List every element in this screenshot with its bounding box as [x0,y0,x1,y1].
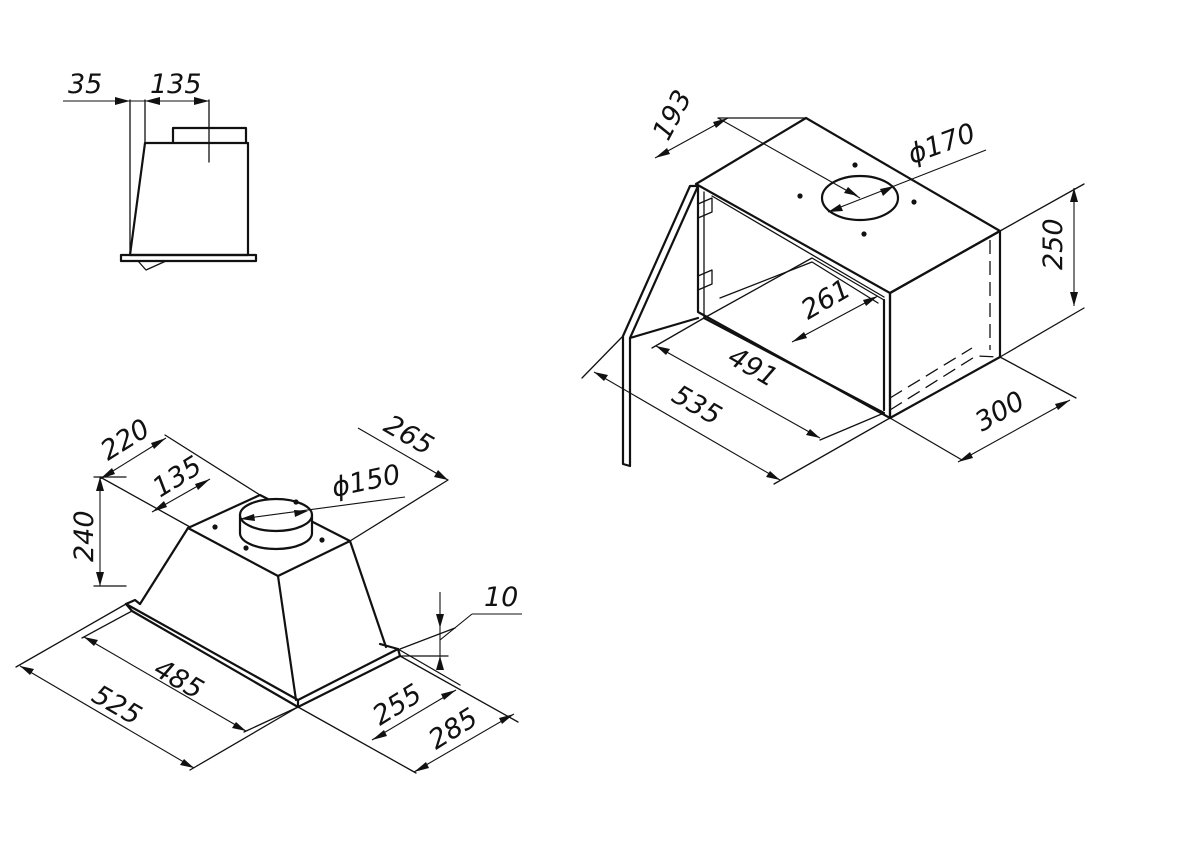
dim-491: 491 [723,341,783,394]
hood-spigot-top [238,497,314,533]
side-view-body [128,141,250,257]
dim-255: 255 [367,678,427,732]
dim-525: 525 [87,679,147,732]
cabinet-inner-top [711,195,885,298]
hinge-bottom [697,269,713,291]
dim-10: 10 [484,582,518,613]
cabinet-bottom-edge [702,316,886,415]
dim-261: 261 [796,273,856,326]
built-in-hood: 220 265 135 ϕ150 240 10 [15,409,522,774]
dim-dia150: ϕ150 [329,459,403,504]
hood-rim-outer [124,602,400,702]
dim-193: 193 [647,85,699,145]
side-view-base-plate [119,253,258,263]
cabinet: 193 ϕ170 250 261 491 535 [581,85,1085,485]
dim-265: 265 [379,409,439,462]
hood-rim-left [124,598,142,606]
cabinet-door [621,184,700,468]
dim-300: 300 [970,385,1030,438]
dim-250: 250 [1038,218,1069,270]
dim-535: 535 [667,379,727,432]
side-view: 35 135 [63,69,258,271]
cabinet-interior [703,257,885,319]
cabinet-side [888,229,1002,420]
hinge-top [697,197,713,219]
dim-285: 285 [423,702,483,756]
hood-body-side [276,539,388,649]
dim-135-side: 135 [150,69,202,100]
dim-240: 240 [69,510,100,562]
side-view-filter-tab [137,260,167,271]
hood-body-front [138,526,298,702]
dim-35: 35 [68,69,102,100]
dim-dia170: ϕ170 [904,118,980,171]
dim-485: 485 [149,653,209,706]
dim-135-hood: 135 [147,450,207,504]
dim-220: 220 [95,413,155,467]
